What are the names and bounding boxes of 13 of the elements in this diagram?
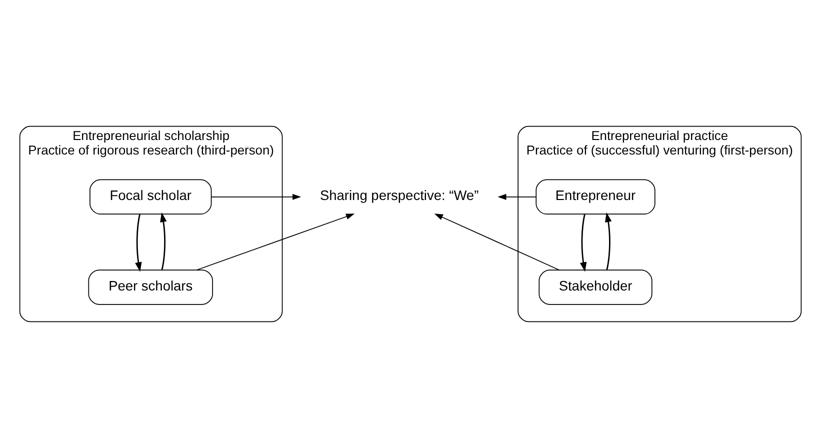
arrow — [434, 213, 560, 270]
arrow — [605, 212, 612, 270]
arrow — [498, 193, 536, 200]
node-box: Stakeholder — [538, 269, 652, 304]
node-box: Focal scholar — [90, 178, 212, 214]
arrow — [210, 193, 302, 200]
arrow — [580, 214, 587, 272]
arrow — [160, 212, 167, 270]
node-text: Sharing perspective: “We” — [320, 188, 479, 203]
arrow — [196, 213, 355, 270]
node-box: Entrepreneur — [536, 178, 656, 214]
arrow — [135, 214, 142, 272]
node-box: Peer scholars — [88, 269, 213, 304]
